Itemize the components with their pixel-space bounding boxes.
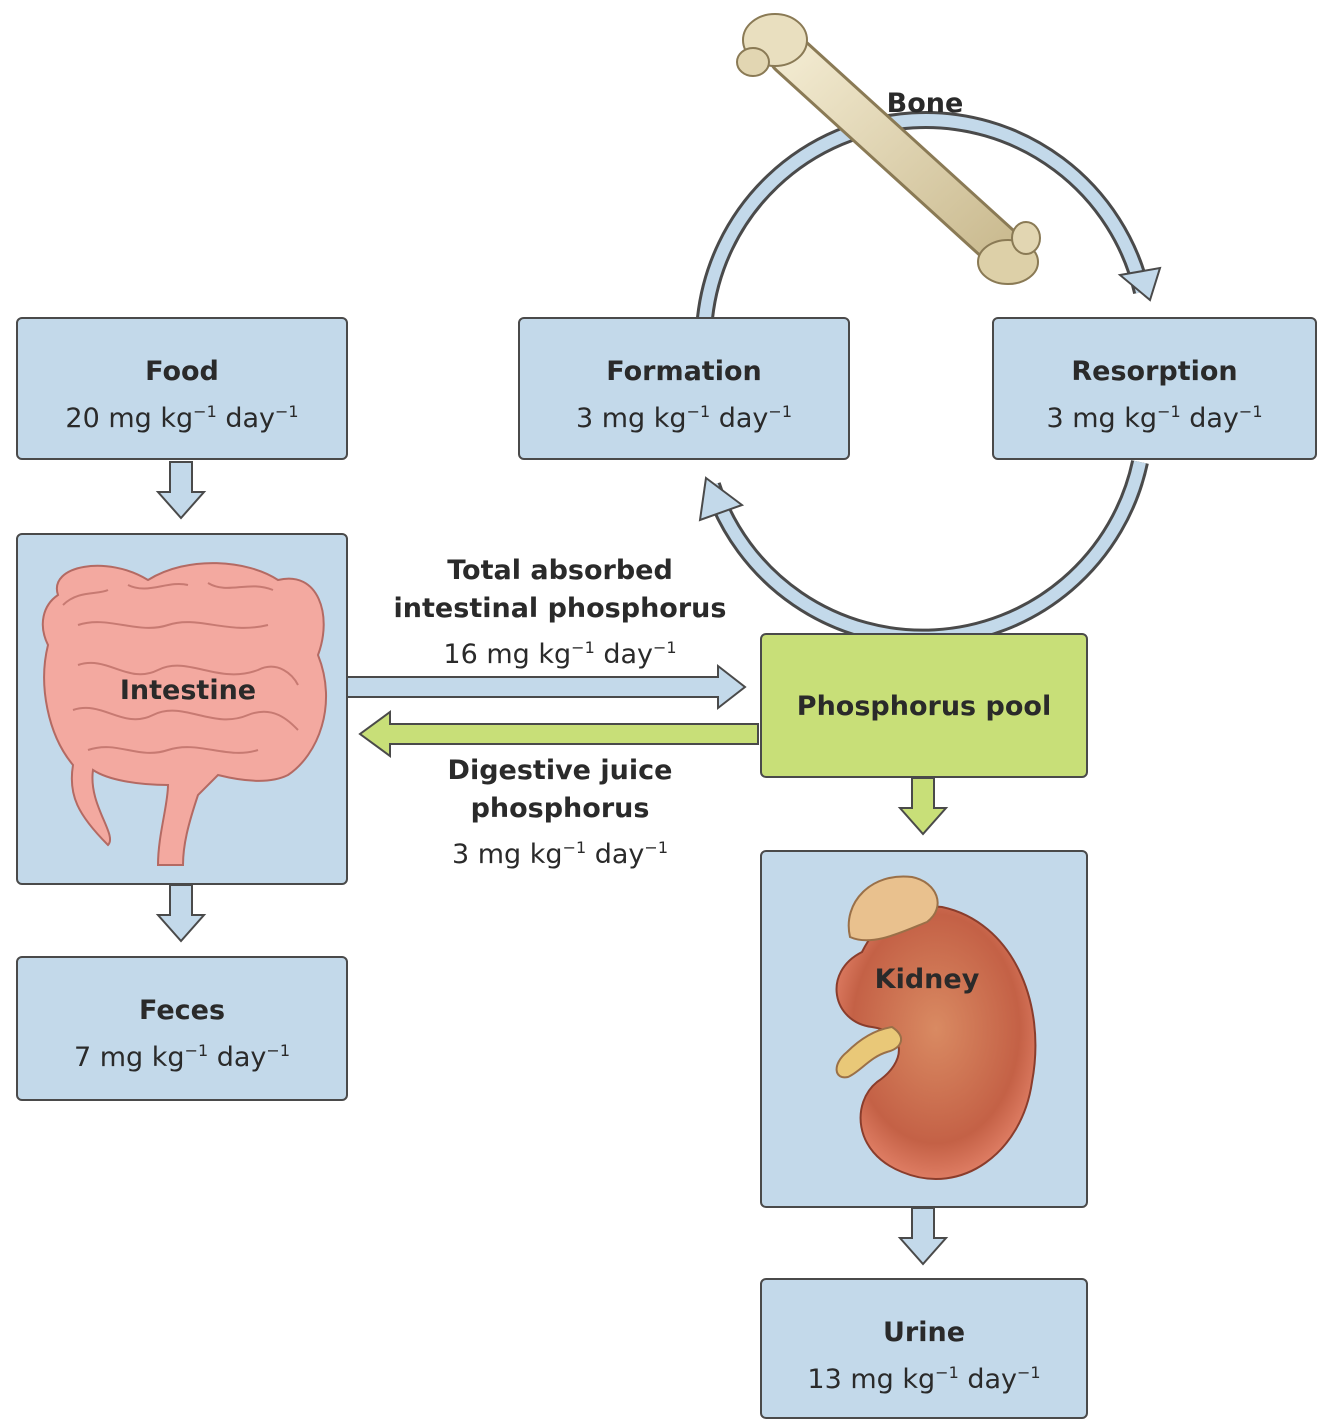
- absorbed-line2: intestinal phosphorus: [360, 590, 760, 628]
- arrow-kidney-to-urine: [900, 1208, 946, 1264]
- kidney-illustration: [762, 852, 1086, 1206]
- resorption-box: Resorption 3 mg kg−1 day−1: [992, 317, 1317, 460]
- feces-rate: 7 mg kg−1 day−1: [18, 1031, 346, 1078]
- formation-title: Formation: [520, 352, 848, 392]
- food-rate: 20 mg kg−1 day−1: [18, 392, 346, 439]
- absorbed-rate: 16 mg kg−1 day−1: [360, 628, 760, 675]
- phosphorus-pool-title: Phosphorus pool: [762, 687, 1086, 727]
- food-box: Food 20 mg kg−1 day−1: [16, 317, 348, 460]
- arrow-pool-to-intestine: [360, 712, 758, 756]
- urine-box: Urine 13 mg kg−1 day−1: [760, 1278, 1088, 1419]
- phosphorus-pool-box: Phosphorus pool: [760, 633, 1088, 778]
- arrowhead-to-resorption: [1120, 268, 1160, 300]
- absorbed-label: Total absorbed intestinal phosphorus 16 …: [360, 552, 760, 675]
- food-title: Food: [18, 352, 346, 392]
- digestive-line2: phosphorus: [360, 790, 760, 828]
- resorption-rate: 3 mg kg−1 day−1: [994, 392, 1315, 439]
- kidney-box: Kidney: [760, 850, 1088, 1208]
- formation-rate: 3 mg kg−1 day−1: [520, 392, 848, 439]
- kidney-label: Kidney: [842, 964, 1012, 995]
- urine-rate: 13 mg kg−1 day−1: [762, 1353, 1086, 1400]
- digestive-label: Digestive juice phosphorus 3 mg kg−1 day…: [360, 752, 760, 875]
- arrow-food-to-intestine: [158, 462, 204, 518]
- feces-box: Feces 7 mg kg−1 day−1: [16, 956, 348, 1101]
- intestine-box: Intestine: [16, 533, 348, 885]
- formation-box: Formation 3 mg kg−1 day−1: [518, 317, 850, 460]
- resorption-title: Resorption: [994, 352, 1315, 392]
- intestine-illustration: [18, 535, 346, 883]
- absorbed-line1: Total absorbed: [360, 552, 760, 590]
- arrow-pool-to-kidney: [900, 778, 946, 834]
- arrow-intestine-to-feces: [158, 885, 204, 941]
- digestive-rate: 3 mg kg−1 day−1: [360, 828, 760, 875]
- digestive-line1: Digestive juice: [360, 752, 760, 790]
- bone-label: Bone: [870, 88, 980, 119]
- urine-title: Urine: [762, 1313, 1086, 1353]
- bone-illustration: [737, 14, 1040, 284]
- intestine-label: Intestine: [98, 675, 278, 706]
- feces-title: Feces: [18, 991, 346, 1031]
